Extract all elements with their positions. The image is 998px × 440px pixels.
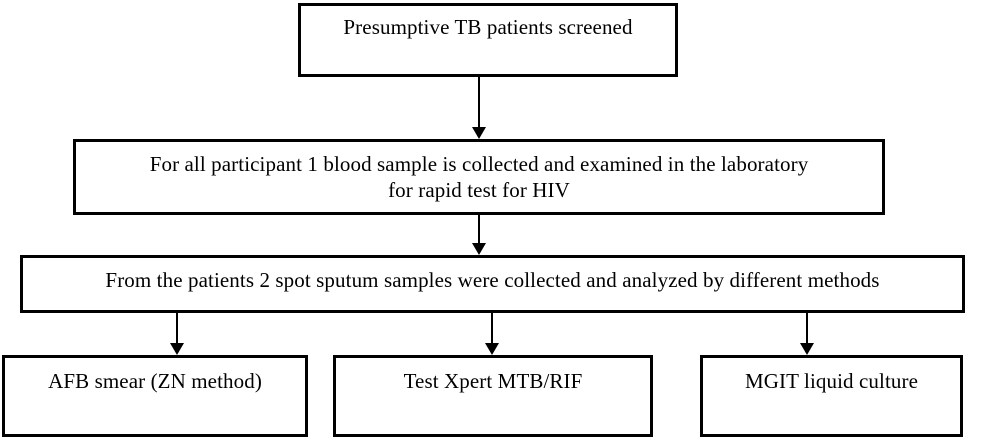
flow-node-xpert: Test Xpert MTB/RIF — [333, 355, 653, 437]
arrow-head-icon — [170, 343, 184, 355]
flow-node-blood-hiv: For all participant 1 blood sample is co… — [73, 139, 885, 215]
arrow-head-icon — [485, 343, 499, 355]
flow-node-sputum-label: From the patients 2 spot sputum samples … — [105, 268, 880, 292]
arrow-head-icon — [472, 243, 486, 255]
flow-node-mgit: MGIT liquid culture — [700, 355, 963, 437]
flow-node-blood-hiv-label: For all participant 1 blood sample is co… — [149, 152, 809, 203]
arrow-shaft — [491, 313, 493, 343]
flow-node-screening: Presumptive TB patients screened — [298, 3, 678, 77]
arrow-head-icon — [472, 127, 486, 139]
arrow-shaft — [176, 313, 178, 343]
flow-node-sputum: From the patients 2 spot sputum samples … — [20, 255, 965, 313]
flow-node-afb-smear-label: AFB smear (ZN method) — [48, 369, 262, 393]
flow-node-screening-label: Presumptive TB patients screened — [343, 15, 633, 39]
arrow-shaft — [478, 215, 480, 243]
flow-node-xpert-label: Test Xpert MTB/RIF — [403, 369, 583, 393]
arrow-shaft — [806, 313, 808, 343]
flow-node-afb-smear: AFB smear (ZN method) — [2, 355, 308, 437]
flow-node-mgit-label: MGIT liquid culture — [745, 369, 918, 393]
arrow-head-icon — [800, 343, 814, 355]
arrow-shaft — [478, 77, 480, 127]
